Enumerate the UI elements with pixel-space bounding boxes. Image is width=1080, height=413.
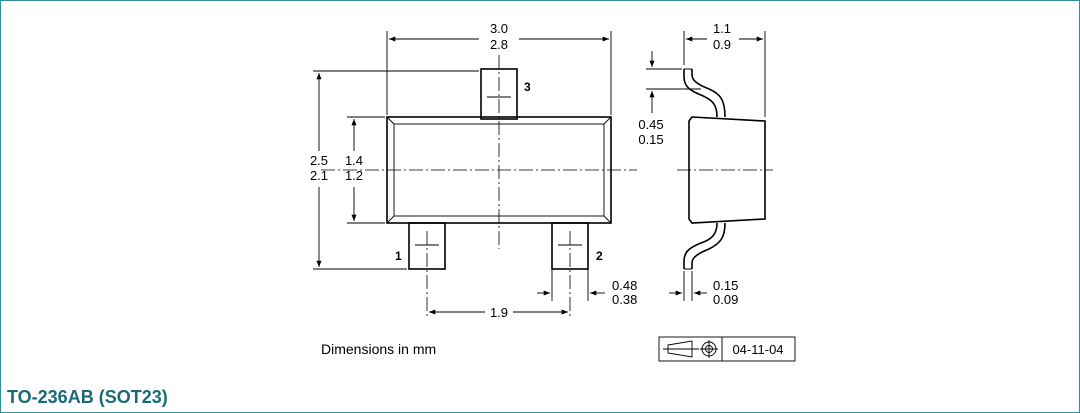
top-view-dimensions: 3.0 2.8 2.5 2.1 1.4 1.2 1.9 0.48 0.38	[310, 21, 637, 320]
lead-width-min-label: 0.38	[612, 292, 637, 307]
overall-width-min-label: 2.1	[310, 168, 328, 183]
height-extension-lines	[683, 31, 766, 117]
pin2-label: 2	[596, 249, 603, 263]
body-width-max-label: 1.4	[345, 153, 363, 168]
lead-thickness-min-label: 0.09	[713, 292, 738, 307]
side-lead-top	[683, 69, 726, 118]
height-min-label: 0.9	[713, 37, 731, 52]
dimensions-note: Dimensions in mm	[321, 341, 436, 357]
package-title: TO-236AB (SOT23)	[7, 387, 168, 407]
pin1-label: 1	[395, 249, 402, 263]
side-lead-bottom	[683, 222, 726, 269]
side-body	[688, 116, 766, 224]
height-max-label: 1.1	[713, 21, 731, 36]
standoff-max-label: 0.45	[638, 117, 663, 132]
overall-width-extension-lines	[313, 70, 479, 270]
lead-width-extension-lines	[551, 269, 589, 301]
body-width-min-label: 1.2	[345, 168, 363, 183]
side-lead-ends	[684, 68, 692, 270]
length-extension-lines	[386, 31, 612, 115]
pin3-label: 3	[524, 80, 531, 94]
side-view	[677, 68, 773, 270]
revision-date: 04-11-04	[732, 342, 783, 357]
body-width-extension-lines	[347, 116, 385, 224]
lead-thickness-extension-lines	[683, 271, 693, 301]
length-max-label: 3.0	[490, 21, 508, 36]
overall-width-max-label: 2.5	[310, 153, 328, 168]
top-view: 3 1 2	[321, 55, 637, 319]
standoff-extension-lines	[646, 68, 701, 90]
revision-box-border	[658, 336, 796, 362]
lead-width-max-label: 0.48	[612, 278, 637, 293]
length-min-label: 2.8	[490, 37, 508, 52]
standoff-min-label: 0.15	[638, 132, 663, 147]
third-angle-projection-icon	[663, 340, 718, 358]
body-bevel	[386, 116, 612, 224]
lead-thickness-max-label: 0.15	[713, 278, 738, 293]
revision-box: 04-11-04	[658, 336, 796, 362]
pitch-label: 1.9	[490, 305, 508, 320]
side-view-dimensions: 1.1 0.9 0.45 0.15 0.15 0.09	[638, 21, 766, 307]
